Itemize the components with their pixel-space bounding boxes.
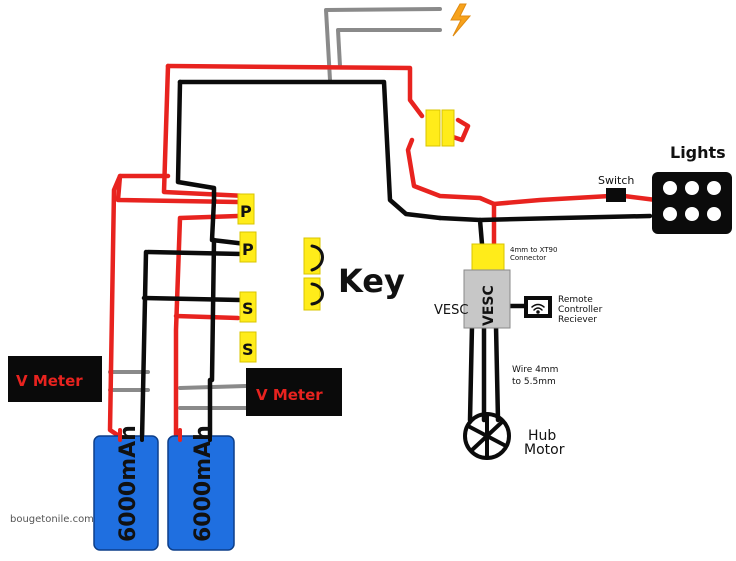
hub-label-line2: Motor [524, 442, 565, 458]
inline-connector-right [441, 109, 455, 147]
source-wires [108, 7, 442, 410]
receiver-unit [524, 296, 552, 318]
switch-label: Switch [598, 174, 634, 187]
p-terminal-1 [237, 193, 255, 225]
connector-label-line2: Connector [510, 254, 546, 262]
lights-label: Lights [670, 143, 726, 162]
light-led [707, 207, 721, 221]
wifi-signal-icon [531, 303, 545, 314]
key-label: Key [338, 262, 405, 300]
wire-label-line1: Wire 4mm [512, 365, 558, 375]
light-led [685, 181, 699, 195]
receiver-label-line2: Controller [558, 305, 603, 315]
v-meter-right: V Meter [246, 368, 342, 416]
vesc-outer-label: VESC [434, 303, 468, 318]
s-label-2: S [242, 340, 254, 359]
battery-left: 6000mAh [93, 425, 159, 551]
receiver-label-line3: Reciever [558, 315, 597, 325]
vesc-unit: VESC [463, 269, 511, 329]
v-meter-right-label: V Meter [256, 386, 323, 404]
connector-label-line1: 4mm to XT90 [510, 246, 557, 254]
s-label-1: S [242, 299, 254, 318]
s-terminal-1 [239, 291, 257, 323]
v-meter-left-label: V Meter [16, 372, 83, 390]
p-label-1: P [240, 202, 252, 221]
yellow-connectors [237, 109, 505, 363]
light-led [707, 181, 721, 195]
vesc-inner-label: VESC [481, 285, 497, 326]
red-wires [107, 63, 659, 441]
p-label-2: P [242, 240, 254, 259]
lightning-bolt-icon [450, 3, 472, 37]
battery-left-label: 6000mAh [116, 425, 141, 542]
battery-terminals [118, 428, 212, 442]
light-led [663, 207, 677, 221]
wire-label-line2: to 5.5mm [512, 377, 556, 387]
light-led [663, 181, 677, 195]
light-led [685, 207, 699, 221]
battery-right-label: 6000mAh [191, 425, 216, 542]
key-hooks [310, 244, 324, 306]
lights-panel [652, 172, 732, 234]
black-wires [139, 79, 653, 443]
inline-connector-left [425, 109, 441, 147]
battery-right: 6000mAh [167, 425, 235, 551]
s-terminal-2 [239, 331, 257, 363]
watermark: bougetonile.com [10, 514, 94, 525]
receiver-label-line1: Remote [558, 295, 593, 305]
switch-box [606, 188, 626, 202]
xt90-connector [471, 243, 505, 273]
v-meter-left: V Meter [8, 356, 102, 402]
hub-motor-wheel-icon [463, 412, 511, 460]
p-terminal-2 [239, 231, 257, 263]
hub-label-line1: Hub [528, 428, 556, 444]
